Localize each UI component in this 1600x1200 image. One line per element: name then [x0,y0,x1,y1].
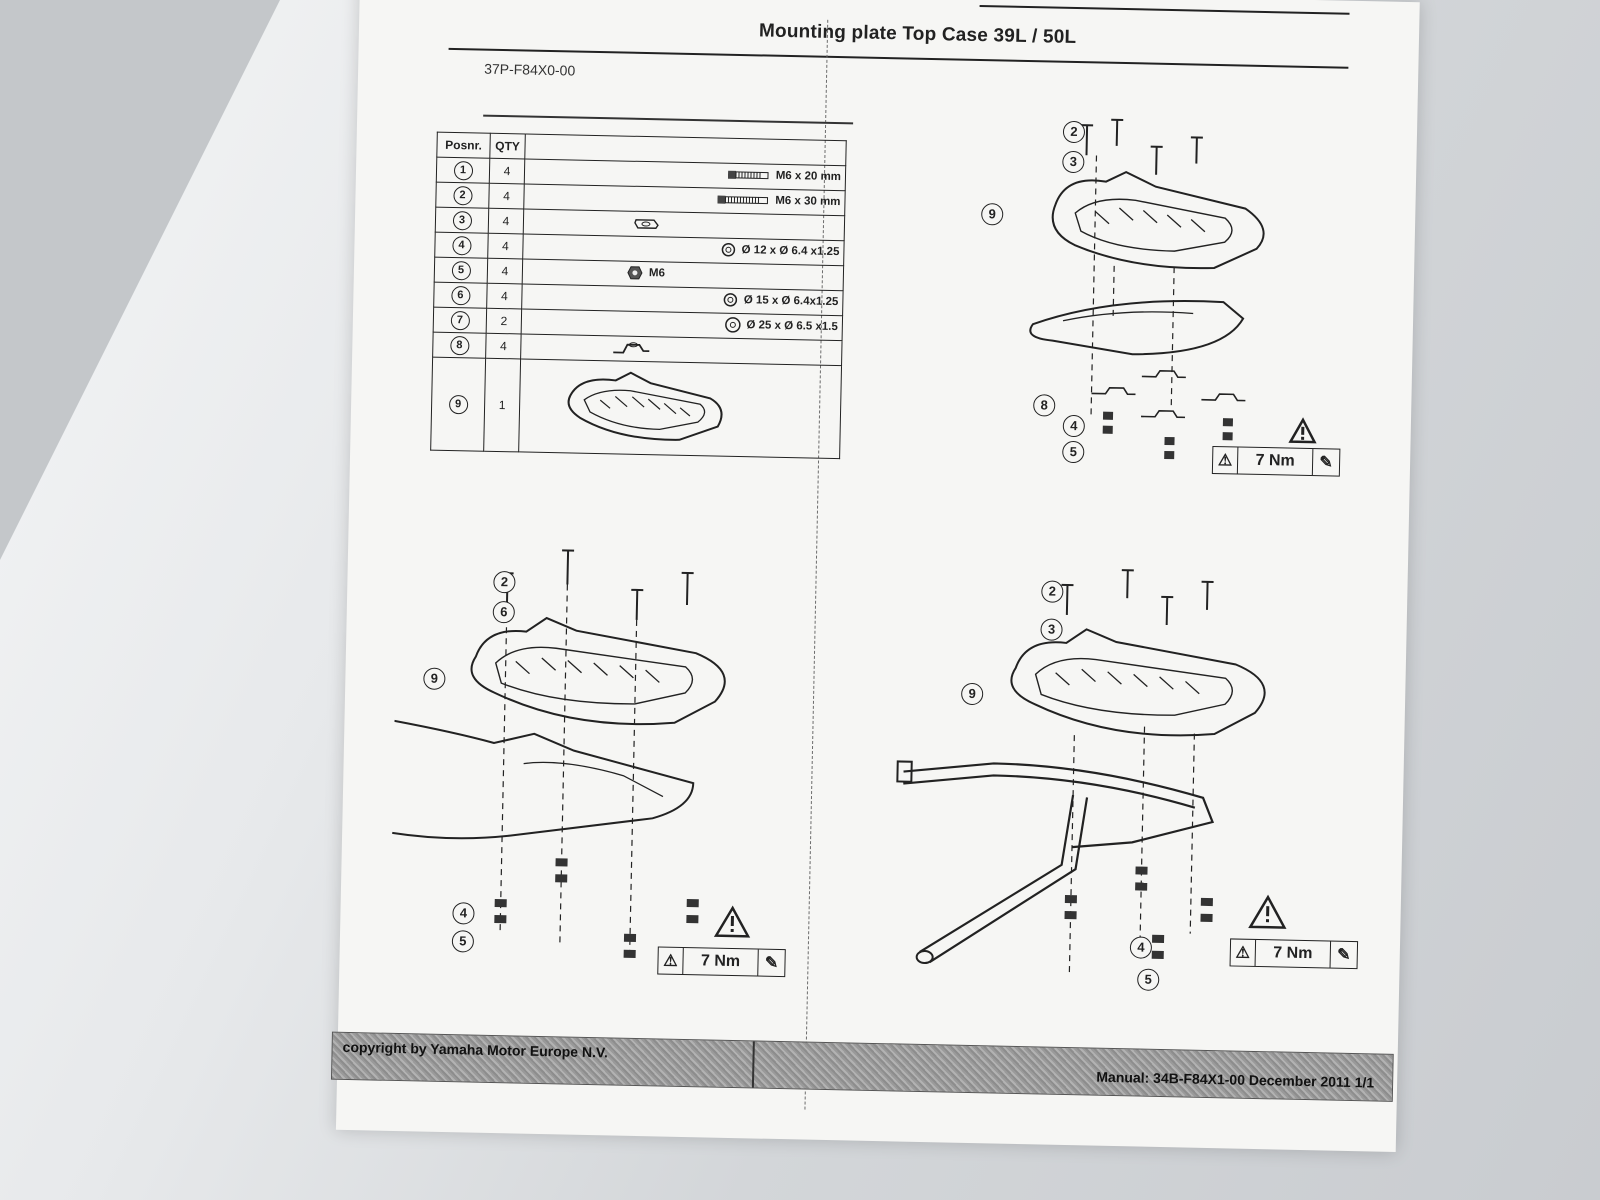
spacer-plate-icon [634,218,659,229]
part-description: Ø 15 x Ø 6.4x1.25 [743,293,839,308]
qty-cell: 4 [488,183,525,209]
posnr-badge: 5 [451,260,471,280]
bolt-short-icon [727,170,769,179]
torque-value: 7 Nm [1237,447,1314,476]
part-description: Ø 12 x Ø 6.4 x1.25 [741,243,840,258]
instruction-sheet: Mounting plate Top Case 39L / 50L 37P-F8… [330,0,1420,1152]
warning-icon: ⚠ [1230,939,1257,966]
bracket-clip-icon [613,341,650,354]
bolt-long-icon [717,195,768,204]
table-row: 6 4 Ø 15 x Ø 6.4x1.25 [433,282,844,316]
washer-icon [721,242,736,257]
assembly-diagram-top-right [1029,118,1317,460]
assembly-diagram-bottom-right [896,569,1287,976]
qty-cell: 4 [487,258,523,284]
header-rule-top [979,4,1350,15]
part-description: Ø 25 x Ø 6.5 x1.5 [746,318,838,333]
footer-divider [751,1041,755,1088]
warning-icon [713,905,751,938]
torque-value: 7 Nm [1255,939,1332,968]
part-description: M6 x 30 mm [775,194,841,208]
posnr-badge: 2 [452,185,473,205]
torque-wrench-icon: ✎ [764,954,779,972]
posnr-badge: 3 [452,210,472,230]
washer-icon [724,292,738,307]
document-title: Mounting plate Top Case 39L / 50L [758,20,1077,49]
part-code: 37P-F84X0-00 [484,60,576,79]
part-description: M6 [648,266,666,279]
table-row: 3 4 [435,207,845,241]
qty-cell: 4 [486,283,523,309]
qty-cell: 4 [489,158,525,184]
torque-spec: ⚠ 7 Nm ✎ [1229,938,1359,970]
warning-icon [1248,894,1287,929]
warning-icon: ⚠ [1212,446,1239,474]
posnr-badge: 1 [453,160,473,180]
torque-value: 7 Nm [683,947,759,976]
warning-icon: ⚠ [658,947,684,974]
assembly-diagram-bottom-left [391,549,751,960]
torque-spec: ⚠ 7 Nm ✎ [1211,445,1341,477]
washer-icon [724,316,741,333]
table-row: 8 4 [432,332,843,366]
posnr-badge: 9 [448,394,468,414]
footer-bar: copyright by Yamaha Motor Europe N.V. Ma… [330,1031,1394,1102]
qty-cell: 4 [488,208,524,234]
torque-wrench-icon: ✎ [1319,454,1333,472]
torque-spec: ⚠ 7 Nm ✎ [657,946,786,978]
torque-wrench-icon: ✎ [1336,946,1351,964]
posnr-badge: 4 [451,235,472,255]
posnr-badge: 8 [449,335,470,355]
copyright-text: copyright by Yamaha Motor Europe N.V. [342,1038,609,1061]
part-description: M6 x 20 mm [775,169,842,183]
parts-table: Posnr. QTY 1 4 M6 x 20 mm 2 4 M6 x 30 mm… [430,132,847,460]
posnr-badge: 6 [450,285,471,305]
qty-cell: 4 [485,333,522,359]
qty-cell: 2 [486,308,522,334]
table-row: 5 4 M6 [434,257,844,291]
manual-reference: Manual: 34B-F84X1-00 December 2011 1/1 [1096,1068,1375,1091]
qty-cell: 4 [487,233,524,259]
table-row: 4 4 Ø 12 x Ø 6.4 x1.25 [434,232,845,266]
header-rule [448,47,1349,69]
table-row: 7 2 Ø 25 x Ø 6.5 x1.5 [433,307,843,341]
table-rule [483,114,854,125]
qty-header: QTY [489,133,526,159]
nut-icon [627,265,643,279]
posnr-header: Posnr. [436,132,491,159]
warning-icon [1288,417,1317,444]
table-row: 9 1 [430,357,842,459]
qty-cell: 1 [483,358,521,452]
table-row: 1 4 M6 x 20 mm [436,157,846,191]
mounting-plate-icon [567,371,723,441]
table-row: 2 4 M6 x 30 mm [435,182,846,216]
posnr-badge: 7 [450,310,470,330]
